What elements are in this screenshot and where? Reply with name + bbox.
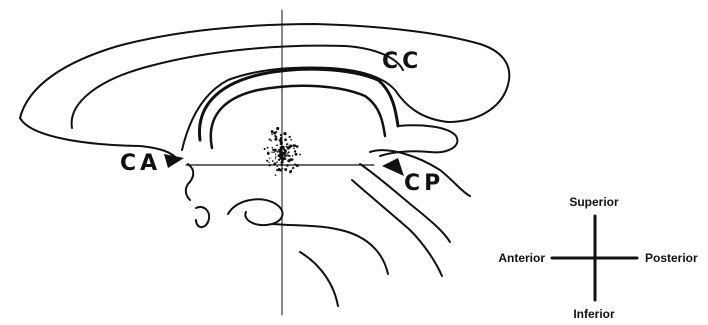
mammillary-structure — [228, 199, 283, 225]
cp-arrowhead — [382, 158, 404, 176]
activation-dot — [290, 139, 292, 141]
label-cp: CP — [404, 171, 444, 196]
activation-dot — [273, 132, 276, 135]
activation-dot — [275, 156, 277, 158]
activation-dot — [273, 151, 275, 153]
midbrain-curve — [300, 252, 338, 306]
activation-dot — [274, 149, 277, 152]
activation-dot — [284, 138, 287, 141]
activation-dot — [275, 158, 276, 159]
activation-dot — [284, 168, 287, 171]
activation-dot — [280, 148, 282, 150]
activation-dot — [278, 159, 280, 161]
activation-dot — [281, 146, 283, 148]
activation-dot — [279, 156, 282, 159]
activation-dot — [272, 160, 274, 162]
activation-dot — [283, 132, 286, 135]
activation-dot — [286, 164, 289, 167]
activation-dot — [274, 135, 276, 137]
activation-dot — [276, 144, 278, 146]
activation-dot — [275, 174, 277, 176]
activation-dot — [266, 160, 268, 162]
activation-dot — [271, 130, 274, 133]
activation-dot — [284, 151, 287, 154]
ca-arrowhead — [164, 154, 184, 168]
activation-dot — [289, 158, 292, 161]
activation-dot — [287, 143, 289, 145]
label-cc: CC — [382, 49, 422, 74]
activation-dot — [273, 162, 276, 165]
activation-dot — [271, 140, 273, 142]
corpus-callosum-inner — [72, 46, 403, 128]
activation-dot — [287, 153, 288, 154]
activation-dot — [276, 166, 277, 167]
activation-dot — [272, 147, 274, 149]
activation-dot — [278, 149, 280, 151]
activation-dot — [289, 136, 291, 138]
activation-dot — [280, 141, 282, 143]
activation-dot — [277, 151, 279, 153]
activation-dot — [280, 134, 282, 136]
activation-dot — [275, 153, 276, 154]
label-inferior: Inferior — [573, 307, 615, 321]
activation-dot — [274, 139, 276, 141]
activation-dot — [292, 155, 294, 157]
activation-dot — [292, 167, 294, 169]
activation-dot — [286, 146, 288, 148]
activation-dot — [269, 139, 271, 141]
activation-dot — [271, 151, 273, 153]
activation-dot — [287, 155, 289, 157]
activation-dot — [281, 168, 283, 170]
activation-dot — [280, 153, 283, 156]
label-ca: CA — [120, 151, 161, 176]
hypothalamic-outline — [272, 224, 388, 274]
activation-dot — [299, 154, 301, 156]
fornix-inner — [211, 86, 385, 148]
activation-dot — [290, 170, 292, 172]
activation-dot — [280, 169, 283, 172]
activation-dot — [276, 161, 278, 163]
activation-dot — [281, 161, 284, 164]
activation-dot — [295, 153, 298, 156]
activation-dot — [269, 164, 271, 166]
activation-dot — [267, 152, 269, 154]
activation-dot — [276, 169, 278, 171]
activation-dot — [294, 163, 296, 165]
anterior-commissure-nub — [186, 164, 193, 200]
activation-dot — [296, 164, 299, 167]
corpus-callosum-outline — [20, 24, 509, 150]
activation-dot — [269, 158, 270, 159]
activation-dot — [288, 151, 290, 153]
label-posterior: Posterior — [645, 251, 698, 265]
activation-dot — [294, 150, 296, 152]
activation-dot — [264, 148, 266, 150]
label-superior: Superior — [569, 195, 619, 209]
activation-dot — [267, 147, 269, 149]
activation-dot — [296, 145, 299, 148]
activation-dot — [276, 127, 279, 130]
activation-dot — [284, 156, 285, 157]
optic-structure — [196, 207, 209, 227]
activation-dot — [271, 133, 273, 135]
activation-dot — [268, 162, 269, 163]
label-anterior: Anterior — [498, 251, 545, 265]
activation-dot — [279, 140, 280, 141]
activation-dot — [293, 148, 295, 150]
activation-dot — [284, 158, 286, 160]
activation-dot — [292, 144, 295, 147]
activation-dot — [289, 145, 292, 148]
activation-dot — [282, 157, 284, 159]
activation-dot — [280, 163, 283, 166]
